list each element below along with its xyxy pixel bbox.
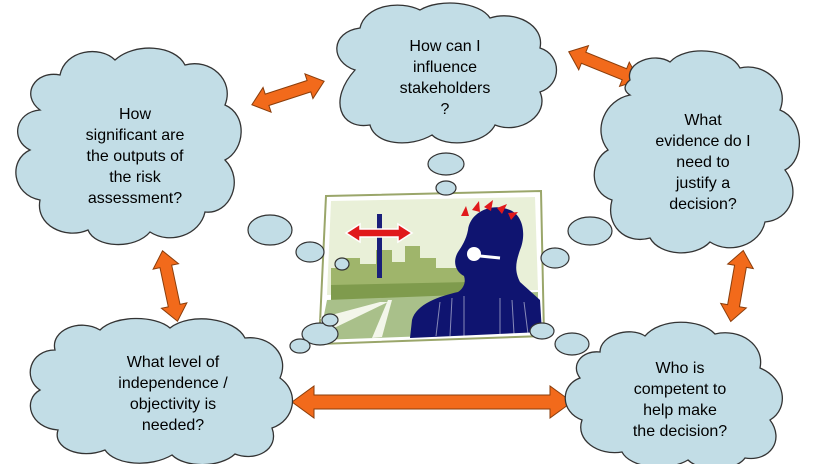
cloud-text-competence: Who is competent to help make the decisi… — [632, 360, 728, 440]
cloud-shape-stakeholders — [336, 2, 557, 144]
cloud-text-stakeholders: How can I influence stakeholders ? — [399, 38, 491, 118]
cloud-shape-significance — [15, 47, 242, 246]
arrow-evidence-competence — [719, 249, 755, 323]
arrow-significance-stakeholders — [251, 72, 325, 114]
thought-bubbles — [247, 152, 613, 356]
arrow-independence-competence — [291, 385, 573, 419]
cloud-text-significance: How significant are the outputs of the r… — [85, 106, 185, 207]
cloud-shape-independence — [29, 317, 294, 464]
thinking-person-crossroads-icon — [317, 189, 546, 346]
cloud-shape-competence — [564, 321, 783, 464]
cloud-text-independence: What level of independence / objectivity… — [118, 354, 228, 434]
cloud-text-evidence: What evidence do I need to justify a dec… — [655, 112, 751, 213]
cloud-shape-evidence — [593, 50, 801, 254]
arrow-significance-independence — [152, 250, 188, 322]
